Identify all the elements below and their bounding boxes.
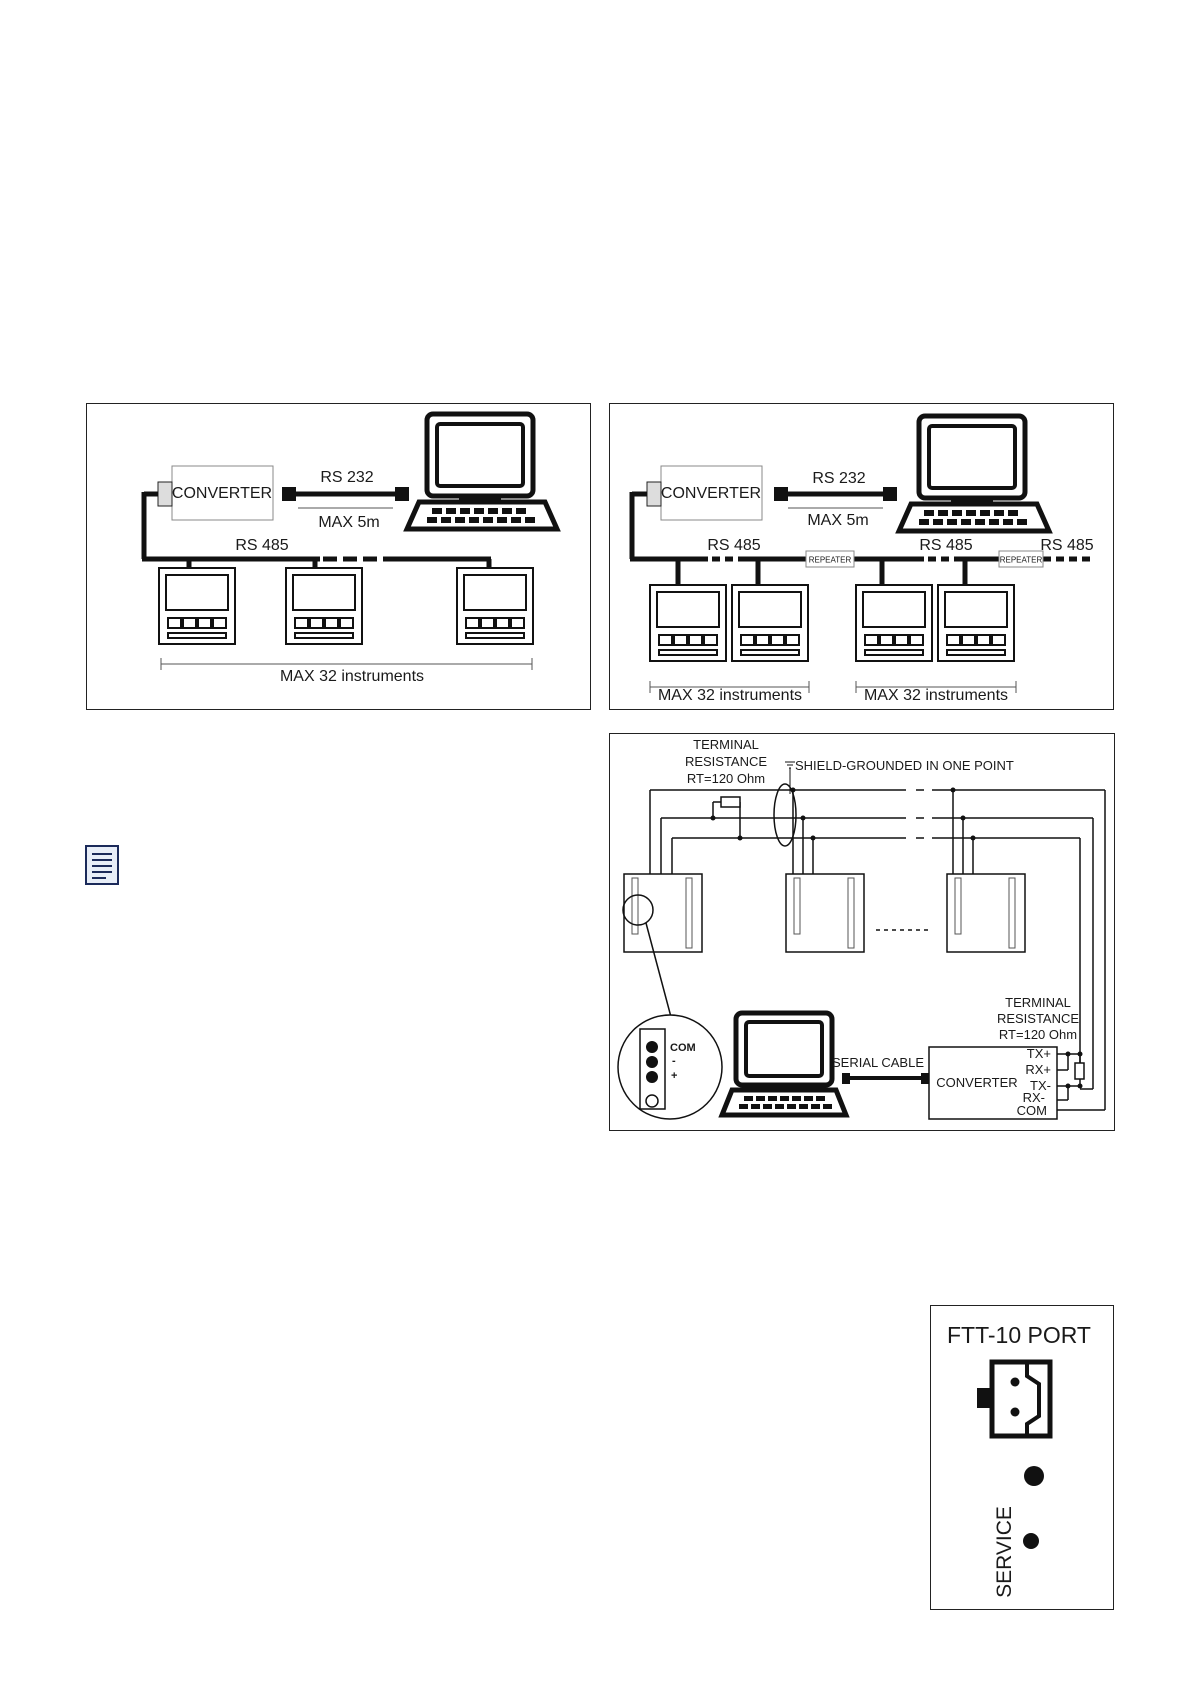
terminal-block: [785, 873, 865, 953]
shield-ellipse: [773, 783, 797, 847]
converter-junctions: [1065, 1051, 1083, 1089]
resistor-right: [1074, 1062, 1085, 1080]
term-res-right-2: RESISTANCE: [997, 1011, 1079, 1026]
instrument: [731, 584, 809, 662]
service-button[interactable]: [1023, 1533, 1039, 1549]
shield-label: SHIELD-GROUNDED IN ONE POINT: [795, 758, 1014, 773]
resistor-top: [720, 796, 741, 808]
converter-label: CONVERTER: [936, 1075, 1017, 1090]
diagram-rs485-basic-svg: CONVERTER RS 232 MAX 5m: [141, 411, 561, 685]
computer-icon: [718, 1010, 850, 1118]
max5m-label: MAX 5m: [318, 514, 379, 531]
max32-dimension-a: MAX 32 instruments: [649, 681, 810, 704]
note-icon: [85, 845, 119, 885]
rs485-bus: RS 485 RS 485 RS 485 REPEATER REPEATER: [629, 491, 1094, 585]
diagram-rs485-repeater-svg: CONVERTER RS 232 MAX 5m: [629, 413, 1094, 704]
zoom-circle-small: [622, 894, 654, 926]
repeater-label-1: REPEATER: [809, 556, 852, 565]
port-title: FTT-10 PORT: [947, 1322, 1091, 1348]
converter-box: CONVERTER TX+ RX+ TX- RX- COM: [928, 1046, 1058, 1120]
pin-rxm: RX-: [1023, 1090, 1045, 1105]
rs485-bus: RS 485: [141, 491, 492, 568]
rs485-label-b: RS 485: [919, 537, 972, 554]
serial-cable: SERIAL CABLE: [832, 1055, 929, 1084]
diagram-rs485-basic: CONVERTER RS 232 MAX 5m: [86, 403, 591, 710]
repeater-box: [805, 550, 855, 568]
diagram-wiring: TERMINAL RESISTANCE RT=120 Ohm SHIELD-GR…: [609, 733, 1115, 1131]
instrument: [855, 584, 933, 662]
zoom-detail: COM - +: [617, 1014, 723, 1120]
zoom-com: COM: [670, 1042, 696, 1054]
ftt10-port-panel: FTT-10 PORT SERVICE: [930, 1305, 1114, 1610]
converter-box: CONVERTER: [646, 465, 763, 521]
instrument: [285, 567, 363, 645]
repeater-box: [998, 550, 1044, 568]
ftt10-port-svg: FTT-10 PORT SERVICE: [947, 1322, 1091, 1598]
repeater-label-2: REPEATER: [1000, 556, 1043, 565]
term-res-right-3: RT=120 Ohm: [999, 1027, 1077, 1042]
term-res-top-1: TERMINAL: [693, 737, 759, 752]
max32-label-b: MAX 32 instruments: [864, 687, 1008, 704]
term-res-top-2: RESISTANCE: [685, 754, 767, 769]
serial-cable-label: SERIAL CABLE: [832, 1055, 924, 1070]
converter-label: CONVERTER: [172, 485, 272, 502]
pin-txp: TX+: [1027, 1046, 1051, 1061]
instrument: [456, 567, 534, 645]
diagram-wiring-svg: TERMINAL RESISTANCE RT=120 Ohm SHIELD-GR…: [617, 737, 1106, 1120]
rs232-label: RS 232: [320, 469, 373, 486]
rs485-label-c: RS 485: [1040, 537, 1093, 554]
computer-icon: [403, 411, 561, 532]
zoom-leader: [645, 922, 672, 1018]
connector-icon: [977, 1359, 1053, 1439]
rs232-cable: RS 232 MAX 5m: [774, 470, 897, 529]
zoom-minus: -: [672, 1055, 676, 1067]
instrument: [937, 584, 1015, 662]
max32-dimension-b: MAX 32 instruments: [855, 681, 1017, 704]
rs232-label: RS 232: [812, 470, 865, 487]
rs232-cable: RS 232 MAX 5m: [282, 469, 409, 531]
max32-label-a: MAX 32 instruments: [658, 687, 802, 704]
term-res-top-3: RT=120 Ohm: [687, 771, 765, 786]
diagram-rs485-repeater: CONVERTER RS 232 MAX 5m: [609, 403, 1114, 710]
max32-label: MAX 32 instruments: [280, 668, 424, 685]
pin-com: COM: [1017, 1103, 1047, 1118]
max32-dimension: MAX 32 instruments: [160, 658, 533, 685]
service-label: SERVICE: [993, 1506, 1016, 1598]
pin-rxp: RX+: [1025, 1062, 1051, 1077]
rs485-label-a: RS 485: [707, 537, 760, 554]
max5m-label: MAX 5m: [807, 512, 868, 529]
computer-icon: [895, 413, 1053, 534]
rs485-label: RS 485: [235, 537, 288, 554]
terminal-block: [623, 873, 703, 953]
service-led-icon: [1024, 1466, 1044, 1486]
zoom-plus: +: [671, 1070, 677, 1082]
instrument: [158, 567, 236, 645]
instrument: [649, 584, 727, 662]
pin-txm: TX-: [1030, 1078, 1051, 1093]
term-res-right-1: TERMINAL: [1005, 995, 1071, 1010]
converter-label: CONVERTER: [661, 485, 761, 502]
terminal-block: [946, 873, 1026, 953]
converter-box: CONVERTER: [157, 465, 274, 521]
junction-dots: [710, 787, 976, 841]
